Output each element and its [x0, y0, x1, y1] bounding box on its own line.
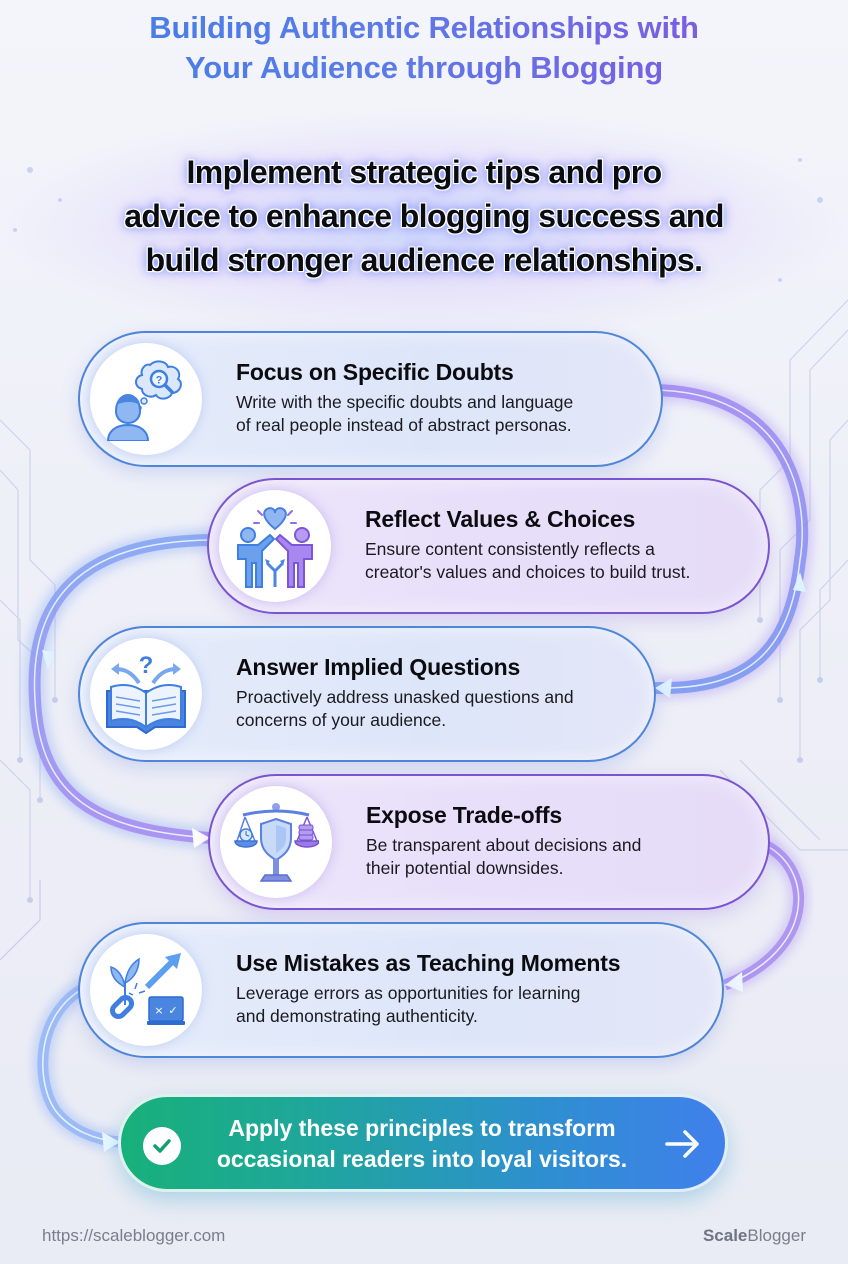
step-desc-line-2: of real people instead of abstract perso…: [236, 415, 572, 435]
brand-regular: Blogger: [747, 1226, 806, 1245]
cta-line-1: Apply these principles to transform: [228, 1115, 616, 1141]
step-card-reflect-values: Reflect Values & Choices Ensure content …: [207, 478, 770, 614]
step-card-mistakes-teaching: × ✓ Use Mistakes as Teaching Moments Lev…: [78, 922, 724, 1058]
svg-text:?: ?: [139, 652, 154, 679]
step-desc-line-2: concerns of your audience.: [236, 710, 447, 730]
step-title: Reflect Values & Choices: [365, 506, 636, 532]
step-description: Leverage errors as opportunities for lea…: [236, 982, 698, 1028]
step-desc-line-2: their potential downsides.: [366, 858, 564, 878]
title-line-1: Building Authentic Relationships with: [149, 10, 699, 45]
balance-scale-shield-icon: [220, 786, 332, 898]
step-title: Use Mistakes as Teaching Moments: [236, 950, 621, 976]
step-card-answer-questions: ? Answer Implied Questions Proactively a…: [78, 626, 656, 762]
cta-line-2: occasional readers into loyal visitors.: [216, 1146, 628, 1172]
footer-url-link[interactable]: https://scaleblogger.com: [42, 1226, 226, 1245]
step-desc-line-2: and demonstrating authenticity.: [236, 1006, 478, 1026]
footer-brand-logo: ScaleBlogger: [703, 1226, 806, 1246]
step-description: Write with the specific doubts and langu…: [236, 391, 637, 437]
page-title: Building Authentic Relationships with Yo…: [0, 8, 848, 88]
step-desc-line-1: Proactively address unasked questions an…: [236, 687, 574, 707]
step-title: Focus on Specific Doubts: [236, 359, 514, 385]
step-description: Ensure content consistently reflects a c…: [365, 538, 744, 584]
subtitle-line-1: Implement strategic tips and pro: [186, 154, 662, 190]
step-desc-line-2: creator's values and choices to build tr…: [365, 562, 691, 582]
step-desc-line-1: Write with the specific doubts and langu…: [236, 392, 574, 412]
step-desc-line-1: Ensure content consistently reflects a: [365, 539, 655, 559]
people-heart-choice-icon: [219, 490, 331, 602]
svg-text:?: ?: [156, 375, 163, 387]
broken-chain-growth-icon: × ✓: [90, 934, 202, 1046]
cta-text: Apply these principles to transform occa…: [197, 1113, 647, 1175]
subtitle-line-3: build stronger audience relationships.: [145, 242, 703, 278]
svg-text:×: ×: [154, 1004, 163, 1017]
step-desc-line-1: Be transparent about decisions and: [366, 835, 642, 855]
check-circle-icon: [143, 1127, 181, 1165]
page-subtitle: Implement strategic tips and pro advice …: [0, 150, 848, 282]
arrow-right-icon[interactable]: [663, 1128, 703, 1160]
step-card-expose-tradeoffs: Expose Trade-offs Be transparent about d…: [208, 774, 770, 910]
cta-banner[interactable]: Apply these principles to transform occa…: [118, 1094, 728, 1192]
person-thinking-magnifier-icon: ?: [90, 343, 202, 455]
step-title: Answer Implied Questions: [236, 654, 521, 680]
step-title: Expose Trade-offs: [366, 802, 562, 828]
title-line-2: Your Audience through Blogging: [185, 50, 663, 85]
step-card-focus-doubts: ? Focus on Specific Doubts Write with th…: [78, 331, 663, 467]
open-book-question-icon: ?: [90, 638, 202, 750]
subtitle-line-2: advice to enhance blogging success and: [124, 198, 724, 234]
step-desc-line-1: Leverage errors as opportunities for lea…: [236, 983, 581, 1003]
brand-bold: Scale: [702, 1226, 748, 1245]
step-description: Be transparent about decisions and their…: [366, 834, 744, 880]
step-description: Proactively address unasked questions an…: [236, 686, 630, 732]
svg-text:✓: ✓: [168, 1004, 177, 1017]
